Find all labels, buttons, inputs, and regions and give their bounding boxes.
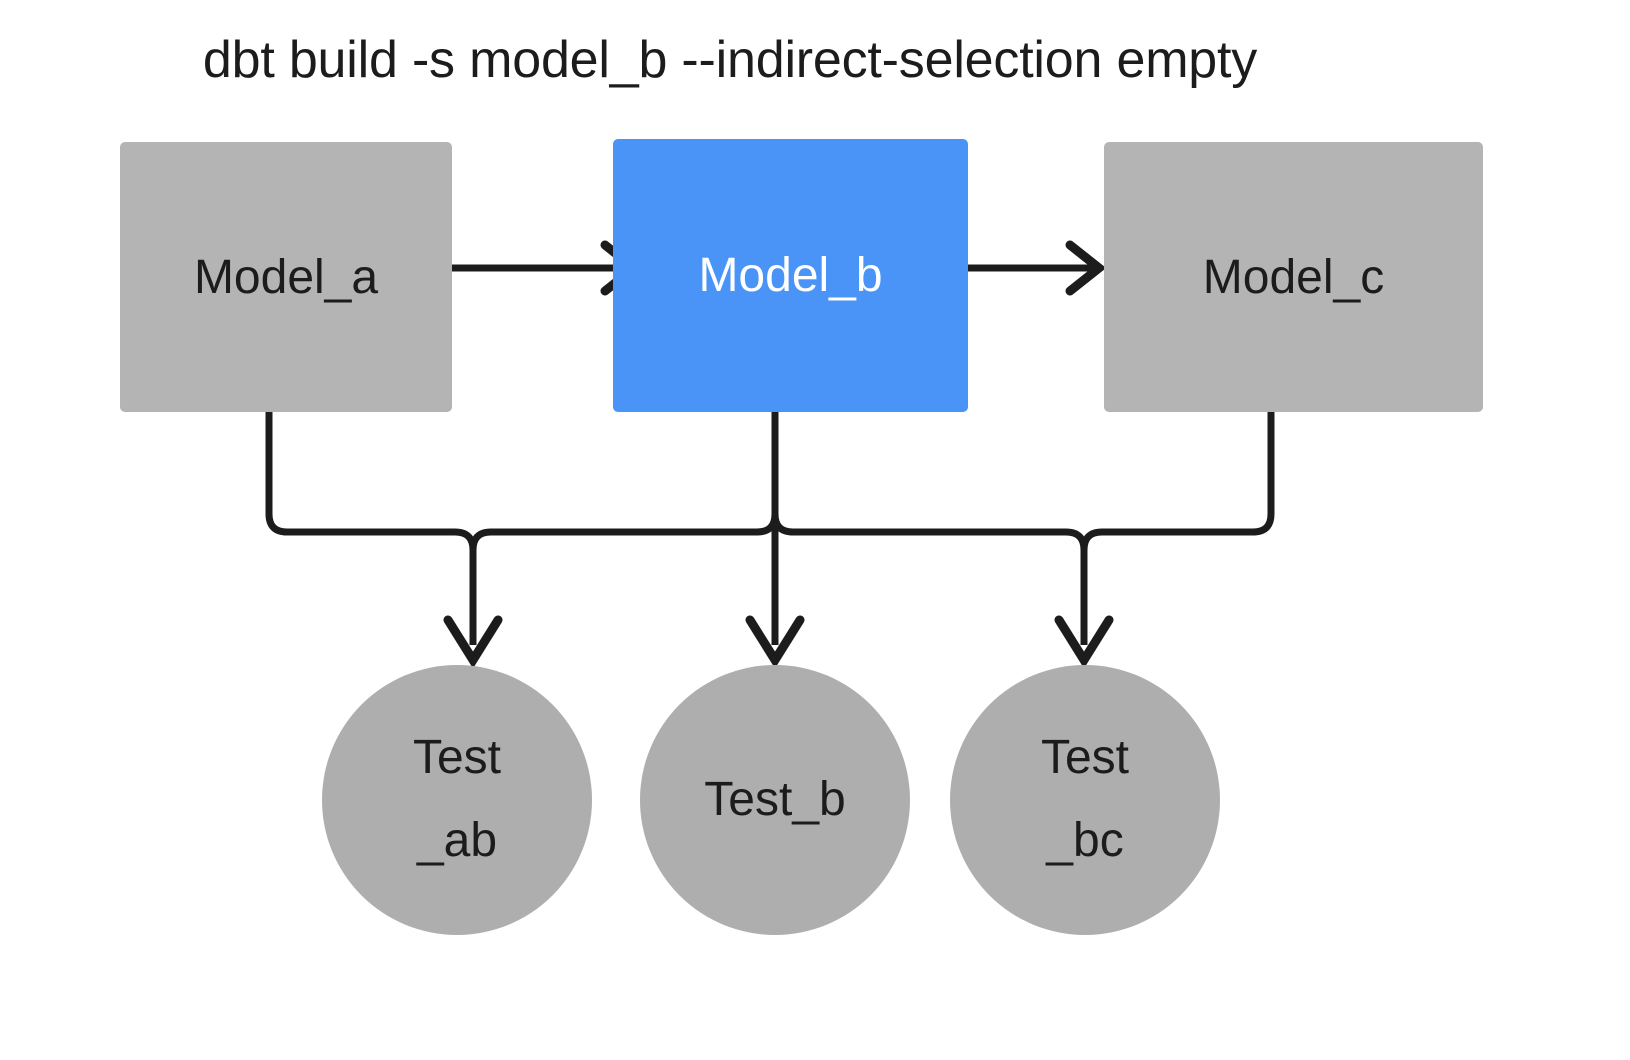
node-test-bc-label-line2: _bc xyxy=(1046,814,1124,867)
node-model-b-label: Model_b xyxy=(698,249,883,302)
edge-model-c-to-test-bc xyxy=(1080,412,1275,645)
edge-model-b-to-test-ab xyxy=(469,412,779,645)
arrowhead-test-b xyxy=(745,615,805,669)
node-model-a-label: Model_a xyxy=(193,250,379,304)
node-model-a[interactable]: Model_a xyxy=(120,142,452,412)
node-test-b[interactable]: Test_b xyxy=(640,665,910,935)
node-model-c-label: Model_c xyxy=(1202,250,1385,304)
node-test-bc-label-line1: Test xyxy=(1040,731,1130,785)
page-title: dbt build -s model_b --indirect-selectio… xyxy=(202,31,1258,89)
arrowhead-test-ab xyxy=(443,615,503,669)
arrowhead-model-b-to-model-c xyxy=(1065,240,1107,296)
node-model-b[interactable]: Model_b xyxy=(613,139,968,412)
node-test-bc[interactable]: Test _bc xyxy=(950,665,1220,935)
node-model-c[interactable]: Model_c xyxy=(1104,142,1483,412)
edge-model-b-to-test-bc xyxy=(771,412,1088,645)
node-test-b-label-line1: Test_b xyxy=(704,772,846,826)
node-test-ab-label-line2: _ab xyxy=(416,814,498,867)
node-test-ab-label-line1: Test xyxy=(412,731,502,785)
edge-model-a-to-test-ab xyxy=(265,412,477,645)
node-test-ab[interactable]: Test _ab xyxy=(322,665,592,935)
arrowhead-test-bc xyxy=(1054,615,1114,669)
